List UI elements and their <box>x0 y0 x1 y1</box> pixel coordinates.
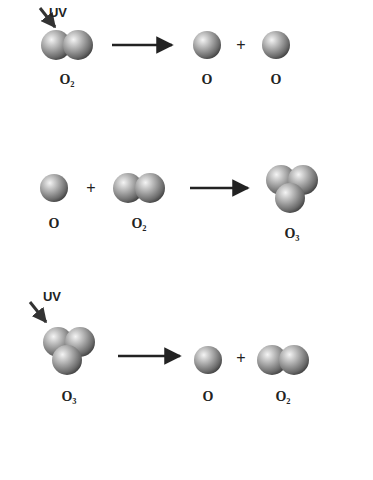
formula-label: O₃ <box>61 390 76 404</box>
o-atom <box>262 31 290 59</box>
o2-molecule <box>257 345 309 375</box>
uv-label: UV <box>43 290 61 303</box>
plus-sign: + <box>236 350 245 366</box>
formula-label: O₂ <box>131 217 146 231</box>
o-atom <box>194 346 222 374</box>
formula-label: O₂ <box>59 73 74 87</box>
formula-label: O <box>203 390 214 404</box>
o-atom <box>40 174 68 202</box>
formula-label: O <box>49 217 60 231</box>
formula-label: O₂ <box>275 390 290 404</box>
o3-molecule <box>266 165 318 213</box>
formula-label: O₃ <box>284 227 299 241</box>
reaction-arrow <box>118 355 180 358</box>
o3-molecule <box>43 327 95 375</box>
reaction-arrow <box>190 187 248 190</box>
reaction-arrow <box>112 44 172 47</box>
uv-arrow <box>30 302 46 322</box>
o2-molecule <box>41 30 93 60</box>
o2-molecule <box>113 173 165 203</box>
formula-label: O <box>202 73 213 87</box>
uv-label: UV <box>49 6 67 19</box>
plus-sign: + <box>86 180 95 196</box>
plus-sign: + <box>236 37 245 53</box>
o-atom <box>193 31 221 59</box>
formula-label: O <box>271 73 282 87</box>
